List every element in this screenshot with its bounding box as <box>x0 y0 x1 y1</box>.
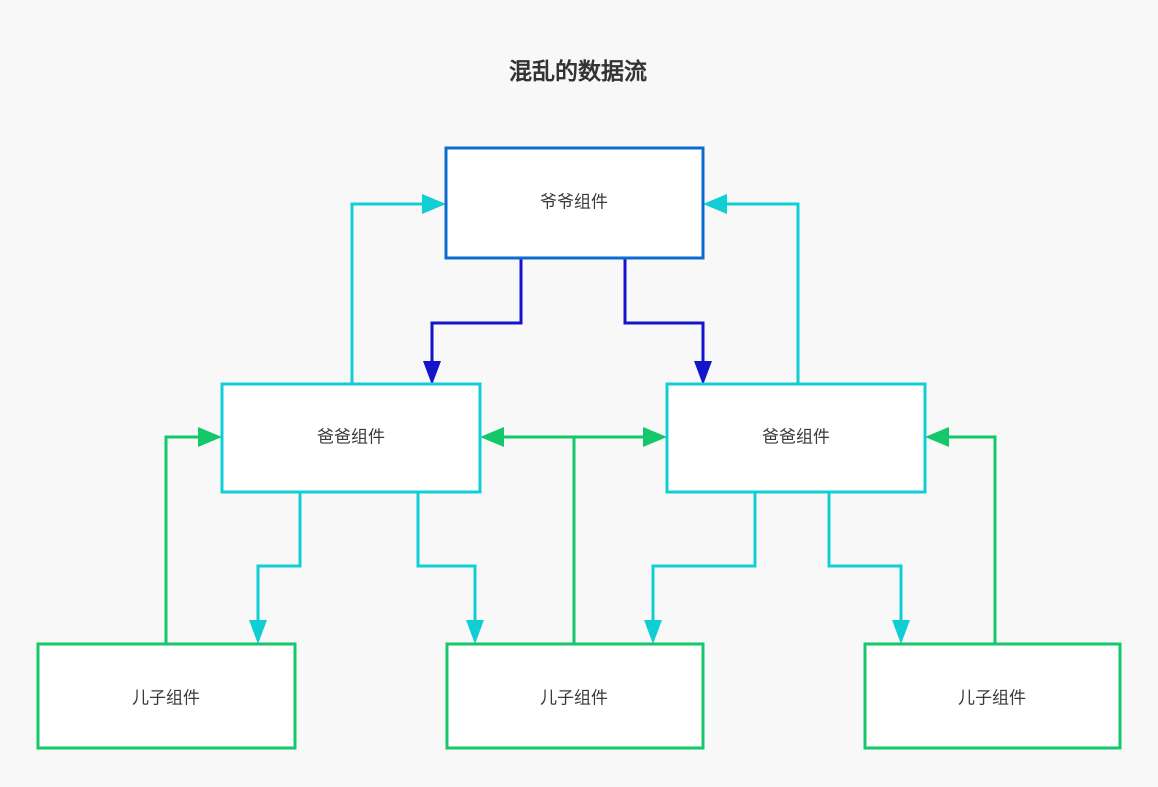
node-label: 爷爷组件 <box>540 192 608 211</box>
edge-grandparent-to-parent-right <box>623 258 712 385</box>
edge-parent-right-to-child-right <box>827 492 910 644</box>
node-label: 儿子组件 <box>540 688 608 707</box>
node-child-left[interactable]: 儿子组件 <box>36 642 297 750</box>
edges-layer <box>164 194 997 644</box>
node-label: 爸爸组件 <box>317 427 385 446</box>
node-box[interactable] <box>445 642 705 750</box>
edge-child-right-to-parent-right <box>925 427 997 644</box>
node-label: 儿子组件 <box>958 688 1026 707</box>
node-parent-left[interactable]: 爸爸组件 <box>220 382 482 494</box>
edge-line <box>651 492 757 628</box>
node-parent-right[interactable]: 爸爸组件 <box>665 382 927 494</box>
edge-line <box>720 202 800 384</box>
node-grandparent[interactable]: 爷爷组件 <box>444 146 705 260</box>
arrowhead-icon <box>466 620 484 644</box>
edge-line <box>416 492 477 628</box>
arrowhead-icon <box>423 361 441 385</box>
edge-parent-right-to-child-middle <box>644 492 757 644</box>
edge-parent-left-to-grandparent <box>350 194 446 384</box>
node-box[interactable] <box>444 146 705 260</box>
edge-line <box>827 492 903 628</box>
node-label: 儿子组件 <box>132 688 200 707</box>
arrowhead-icon <box>694 361 712 385</box>
diagram-title: 混乱的数据流 <box>509 58 647 84</box>
edge-child-middle-to-parent-right <box>574 427 667 447</box>
edge-line <box>430 258 523 368</box>
arrowhead-icon <box>480 427 504 447</box>
node-label: 爸爸组件 <box>762 427 830 446</box>
arrowhead-icon <box>422 194 446 214</box>
edge-parent-right-to-grandparent <box>703 194 800 384</box>
arrowhead-icon <box>249 620 267 644</box>
edge-parent-left-to-child-middle <box>416 492 484 644</box>
arrowhead-icon <box>198 427 222 447</box>
arrowhead-icon <box>925 427 949 447</box>
node-box[interactable] <box>36 642 297 750</box>
node-box[interactable] <box>863 642 1122 750</box>
arrowhead-icon <box>703 194 727 214</box>
edge-line <box>350 202 429 384</box>
node-child-right[interactable]: 儿子组件 <box>863 642 1122 750</box>
node-child-middle[interactable]: 儿子组件 <box>445 642 705 750</box>
edge-child-left-to-parent-left <box>164 427 222 644</box>
edge-line <box>623 258 705 368</box>
edge-line <box>164 435 205 644</box>
edge-line <box>256 492 302 628</box>
edge-parent-left-to-child-left <box>249 492 302 644</box>
arrowhead-icon <box>644 620 662 644</box>
node-box[interactable] <box>665 382 927 494</box>
arrowhead-icon <box>892 620 910 644</box>
edge-line <box>942 435 997 644</box>
node-box[interactable] <box>220 382 482 494</box>
arrowhead-icon <box>643 427 667 447</box>
edge-grandparent-to-parent-left <box>423 258 523 385</box>
